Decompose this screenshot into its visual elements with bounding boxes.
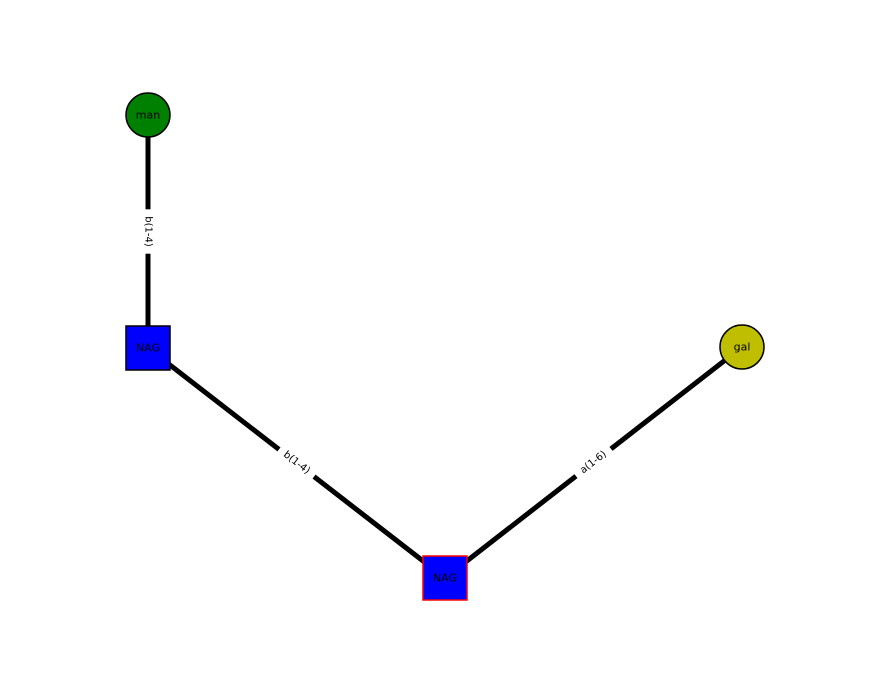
edge-label-group-nag1-nag2: b(1-4) bbox=[274, 443, 319, 483]
edge-label-bg bbox=[274, 443, 319, 483]
node-nag2 bbox=[422, 555, 468, 601]
edge-label-bg bbox=[571, 442, 616, 483]
edge-label: b(1-4) bbox=[143, 216, 154, 247]
edge-label-bg bbox=[140, 209, 156, 254]
edge-label-group-nag2-gal: a(1-6) bbox=[571, 442, 616, 483]
node-label-man: man bbox=[136, 109, 160, 122]
node-man bbox=[125, 92, 171, 138]
node-label-nag1: NAG bbox=[136, 342, 160, 355]
node-label-gal: gal bbox=[734, 341, 751, 354]
edge-label-group-man-nag1: b(1-4) bbox=[140, 209, 156, 254]
node-gal bbox=[719, 324, 765, 370]
node-label-nag2: NAG bbox=[433, 572, 457, 585]
node-nag1 bbox=[125, 325, 171, 371]
